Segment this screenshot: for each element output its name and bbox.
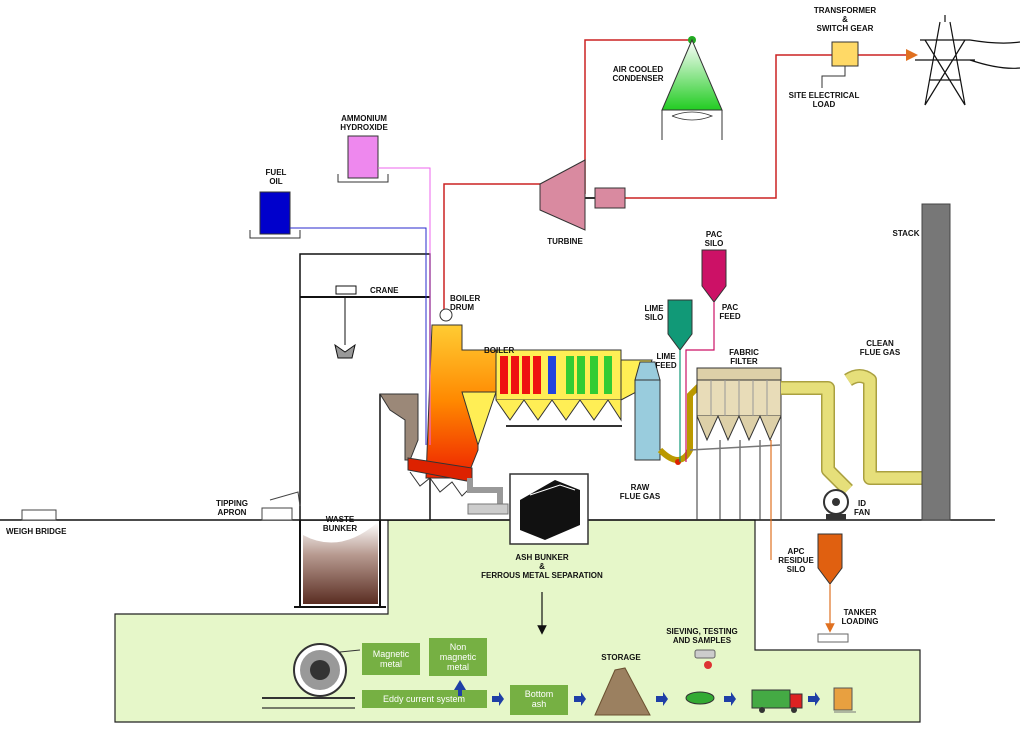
ammonium-hydroxide-tank [337,135,431,445]
apc-residue-silo [770,440,849,643]
sieving-icon [685,649,716,705]
waste-bunker-building [294,253,431,608]
flue-gas-duct-fill [781,370,922,494]
lorry-icon [751,689,803,713]
bottom-ash-box [510,685,568,715]
air-cooled-condenser [661,36,723,140]
pylon-icon [915,15,1020,106]
turbine [539,159,626,231]
turbine-label: TURBINE [547,237,583,246]
boiler-convection [461,349,653,447]
eddy-current-box [362,690,487,708]
recycle-icon [833,687,856,713]
lime-silo [667,299,693,462]
stack [921,203,951,521]
non-magnetic-metal-box [429,638,487,676]
pac-silo [685,249,727,462]
truck-icon [21,491,301,521]
weigh-bridge-label: WEIGH BRIDGE [6,527,67,536]
storage-pile [594,667,651,716]
crane-label: CRANE [370,286,399,295]
transformer-label: TRANSFORMER&SWITCH GEAR [814,6,876,33]
flow-arrows [454,680,820,706]
crane [334,285,357,359]
ash-bunker-label: ASH BUNKER&FERROUS METAL SEPARATION [481,553,603,580]
ash-conveyor [467,478,509,515]
stack-label: STACK [893,229,920,238]
fabric-filter [689,367,782,520]
steam-line [443,39,832,309]
ash-bunker [509,473,589,545]
transformer-box [831,41,859,67]
magnetic-drum-icon [262,643,361,709]
boiler-drum [439,308,453,322]
storage-label: STORAGE [601,653,641,662]
boiler-label: BOILER [484,346,514,355]
waste-pile [303,522,378,604]
magnetic-metal-box [362,643,420,675]
fuel-oil-tank [249,191,427,445]
eddy-current-label: Eddy current system [383,694,465,704]
